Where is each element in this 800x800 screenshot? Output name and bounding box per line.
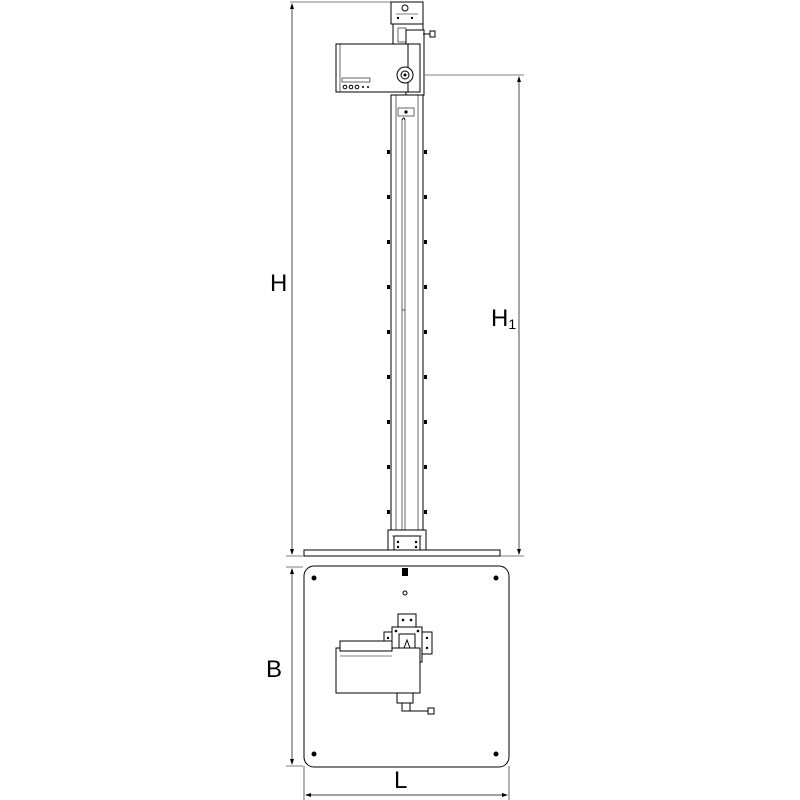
base-plate-edge: [303, 549, 501, 557]
dimension-h-label: H: [270, 270, 287, 297]
dimension-h1-subscript: 1: [508, 316, 516, 332]
column: [387, 94, 427, 531]
dimension-l-label: L: [394, 767, 407, 794]
dimension-h1-label: H: [491, 305, 508, 332]
top-view: B L: [266, 565, 510, 800]
side-view: H H1: [270, 1, 524, 557]
dimension-h: H: [270, 1, 398, 557]
dimension-l: L: [303, 766, 510, 800]
drive-unit-plan: [335, 640, 435, 715]
base-plate-holes: [311, 568, 499, 757]
column-rivets-right: [424, 150, 427, 514]
svg-text:H1: H1: [491, 305, 516, 332]
dimension-b: B: [266, 566, 303, 767]
drive-unit: [335, 43, 421, 93]
column-rivets-left: [387, 150, 390, 514]
column-foot: [387, 529, 427, 551]
dimension-h1: H1: [425, 74, 524, 557]
dimension-b-label: B: [266, 656, 282, 683]
